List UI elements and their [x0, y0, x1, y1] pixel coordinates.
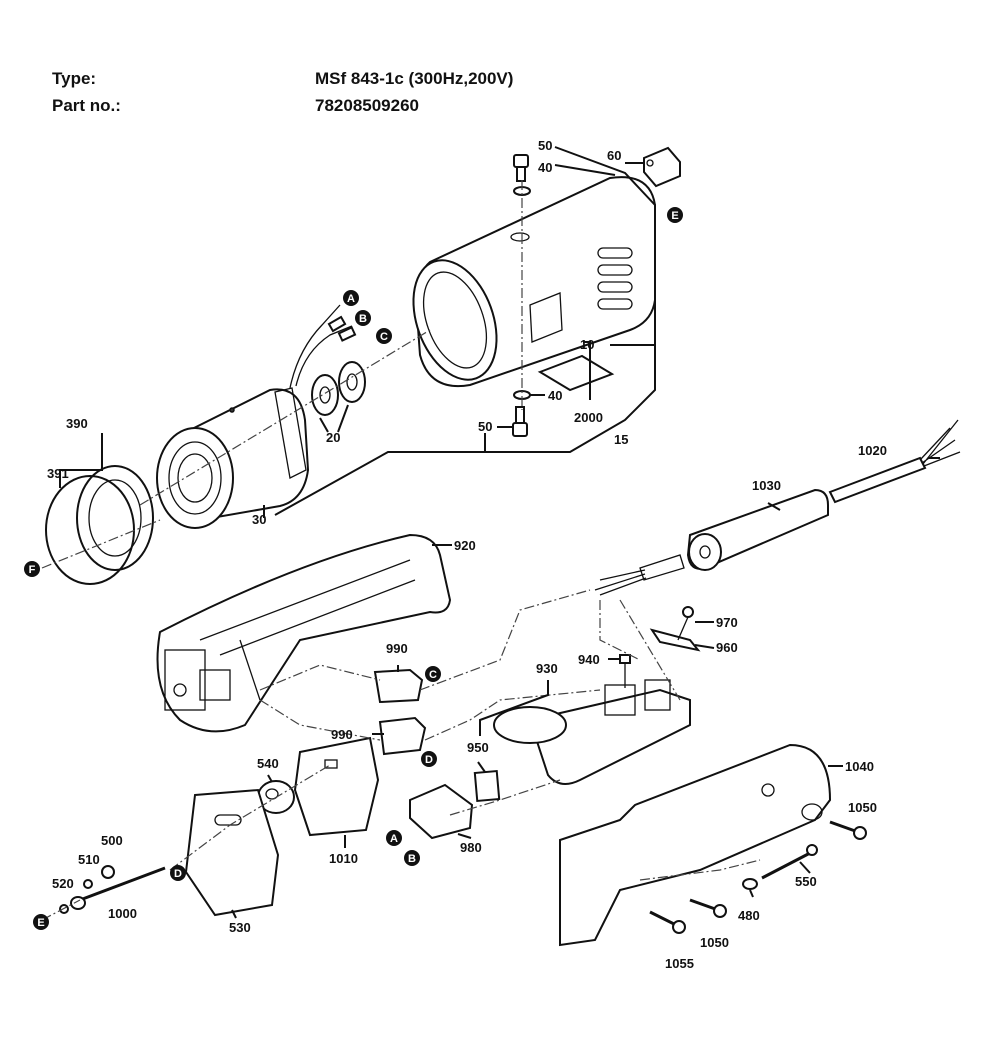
part-950: [473, 770, 501, 802]
part-number-label: Part no.:: [52, 96, 121, 115]
label-40-bottom: 40: [548, 388, 562, 403]
svg-text:C: C: [380, 331, 388, 343]
label-1020: 1020: [858, 443, 887, 458]
label-540: 540: [257, 756, 279, 771]
cable-end: [594, 554, 685, 596]
label-60: 60: [607, 148, 621, 163]
cover-530: [184, 788, 280, 917]
clamp-1000: [70, 866, 166, 910]
label-960: 960: [716, 640, 738, 655]
label-20: 20: [326, 430, 340, 445]
svg-text:E: E: [671, 210, 678, 222]
reference-marker-e-lower: E: [33, 914, 49, 930]
label-550: 550: [795, 874, 817, 889]
svg-text:C: C: [429, 669, 437, 681]
reference-marker-c-upper: C: [376, 328, 392, 344]
washer-510: [83, 879, 93, 889]
stator-30: [156, 387, 310, 529]
label-1050-lower: 1050: [700, 935, 729, 950]
label-990-lower: 990: [331, 727, 353, 742]
svg-text:B: B: [408, 853, 416, 865]
svg-text:F: F: [29, 564, 36, 576]
label-520: 520: [52, 876, 74, 891]
plate-1010: [293, 736, 380, 837]
part-60-block: [643, 146, 681, 188]
svg-text:D: D: [174, 868, 182, 880]
label-1050-right: 1050: [848, 800, 877, 815]
label-10: 10: [580, 337, 594, 352]
screw-1050-right: [829, 820, 867, 840]
screw-550: [761, 844, 818, 880]
svg-text:A: A: [347, 293, 355, 305]
label-480: 480: [738, 908, 760, 923]
label-500: 500: [101, 833, 123, 848]
reference-marker-f: F: [24, 561, 40, 577]
screw-940: [619, 654, 631, 688]
terminal-990-lower: [378, 716, 427, 756]
screw-1050-lower: [689, 898, 727, 918]
type-label: Type:: [52, 69, 97, 88]
screw-500: [101, 865, 115, 879]
reference-marker-a-upper: A: [343, 290, 359, 306]
reference-marker-b-lower: B: [404, 850, 420, 866]
part-number-value: 78208509260: [315, 96, 420, 115]
label-2000: 2000: [574, 410, 603, 425]
label-950: 950: [467, 740, 489, 755]
terminal-990-upper: [373, 668, 424, 704]
ring-390: [76, 465, 154, 571]
label-990-upper: 990: [386, 641, 408, 656]
label-1000: 1000: [108, 906, 137, 921]
label-530: 530: [229, 920, 251, 935]
svg-text:A: A: [390, 833, 398, 845]
label-40-top: 40: [538, 160, 552, 175]
label-50-top: 50: [538, 138, 552, 153]
switch-980: [409, 783, 474, 840]
label-920: 920: [454, 538, 476, 553]
motor-housing-10: [412, 176, 656, 388]
switch-carrier-930: [493, 679, 691, 785]
label-391: 391: [47, 466, 69, 481]
leads-with-connectors: [289, 304, 357, 389]
label-1030: 1030: [752, 478, 781, 493]
label-390: 390: [66, 416, 88, 431]
reference-marker-c-lower: C: [425, 666, 441, 682]
svg-text:B: B: [359, 313, 367, 325]
screw-970: [677, 606, 694, 641]
cable-sleeve-1030: [686, 488, 829, 571]
reference-marker-e-upper: E: [667, 207, 683, 223]
handle-half-1040: [559, 743, 832, 947]
label-15: 15: [614, 432, 628, 447]
label-970: 970: [716, 615, 738, 630]
label-30: 30: [252, 512, 266, 527]
reference-marker-d-middle: D: [421, 751, 437, 767]
insulating-discs-20: [311, 361, 366, 416]
assembly-lines: [41, 180, 761, 921]
cover-plate-960: [649, 628, 701, 652]
washer-480: [742, 878, 758, 890]
svg-text:E: E: [37, 917, 44, 929]
screw-50-bottom: [512, 406, 528, 437]
label-940: 940: [578, 652, 600, 667]
svg-text:D: D: [425, 754, 433, 766]
reference-marker-a-lower: A: [386, 830, 402, 846]
label-980: 980: [460, 840, 482, 855]
reference-marker-b-upper: B: [355, 310, 371, 326]
reference-marker-d-lower: D: [170, 865, 186, 881]
label-1055: 1055: [665, 956, 694, 971]
label-50-bottom: 50: [478, 419, 492, 434]
type-value: MSf 843-1c (300Hz,200V): [315, 69, 514, 88]
label-510: 510: [78, 852, 100, 867]
leader-lines: [59, 146, 940, 919]
screw-1055: [649, 910, 686, 934]
screw-50-top: [513, 154, 529, 182]
label-1010: 1010: [329, 851, 358, 866]
cable-1020: [828, 419, 961, 504]
label-1040: 1040: [845, 759, 874, 774]
label-930: 930: [536, 661, 558, 676]
name-plate-2000: [537, 354, 615, 392]
handle-housing-920: [156, 533, 452, 733]
